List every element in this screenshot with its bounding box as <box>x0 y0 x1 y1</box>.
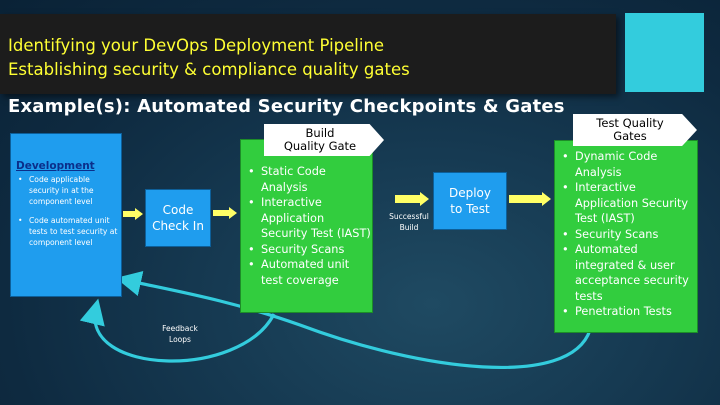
slide-subtitle: Example(s): Automated Security Checkpoin… <box>8 96 565 117</box>
build-quality-gate-box: Static Code Analysis Interactive Applica… <box>240 139 373 313</box>
build-gate-label-line1: Build <box>305 126 335 140</box>
test-gate-label-line2: Gates <box>613 129 647 143</box>
code-checkin-line2: Check In <box>152 219 204 233</box>
successful-build-line1: Successful <box>389 212 429 221</box>
build-gate-item: Automated unit test coverage <box>245 257 371 288</box>
development-box: Development Code applicable security in … <box>10 133 122 297</box>
deploy-line1: Deploy <box>448 186 492 200</box>
title-line-2: Establishing security & compliance quali… <box>8 60 410 79</box>
arrow-right-icon <box>123 208 143 220</box>
feedback-loop-build <box>79 298 276 363</box>
deploy-to-test-box: Deploy to Test <box>433 172 507 230</box>
build-gate-item: Interactive Application Security Test (I… <box>245 195 371 242</box>
arrow-right-icon <box>213 207 237 219</box>
test-gate-list: Dynamic Code Analysis Interactive Applic… <box>559 149 695 320</box>
test-gate-item: Automated integrated & user acceptance s… <box>559 242 695 304</box>
code-checkin-box: Code Check In <box>145 189 211 247</box>
successful-build-label: Successful Build <box>384 211 434 233</box>
feedback-line1: Feedback <box>162 324 198 333</box>
code-checkin-line1: Code <box>162 203 194 217</box>
test-gate-label: Test Quality Gates <box>573 114 697 146</box>
build-gate-item: Static Code Analysis <box>245 164 371 195</box>
accent-square <box>625 13 704 92</box>
successful-build-line2: Build <box>399 223 419 232</box>
arrow-right-icon <box>395 192 429 206</box>
test-gate-item: Dynamic Code Analysis <box>559 149 695 180</box>
arrow-right-icon <box>509 192 551 206</box>
feedback-loop-test <box>115 270 592 369</box>
title-line-1: Identifying your DevOps Deployment Pipel… <box>8 36 385 55</box>
test-gate-item: Interactive Application Security Test (I… <box>559 180 695 227</box>
build-gate-label: Build Quality Gate <box>264 124 384 156</box>
test-gate-label-line1: Test Quality <box>596 116 664 130</box>
feedback-line2: Loops <box>169 335 191 344</box>
feedback-loops-label: Feedback Loops <box>150 323 210 345</box>
test-gate-item: Security Scans <box>559 227 695 243</box>
test-quality-gate-box: Dynamic Code Analysis Interactive Applic… <box>554 140 698 333</box>
build-gate-list: Static Code Analysis Interactive Applica… <box>245 164 371 288</box>
development-list: Code applicable security in at the compo… <box>15 174 119 256</box>
title-bar: Identifying your DevOps Deployment Pipel… <box>0 14 616 94</box>
test-gate-item: Penetration Tests <box>559 304 695 320</box>
build-gate-item: Security Scans <box>245 242 371 258</box>
development-item: Code applicable security in at the compo… <box>15 174 119 207</box>
development-item: Code automated unit tests to test securi… <box>15 215 119 248</box>
deploy-line2: to Test <box>450 202 490 216</box>
development-title: Development <box>16 160 95 172</box>
build-gate-label-line2: Quality Gate <box>283 139 357 153</box>
